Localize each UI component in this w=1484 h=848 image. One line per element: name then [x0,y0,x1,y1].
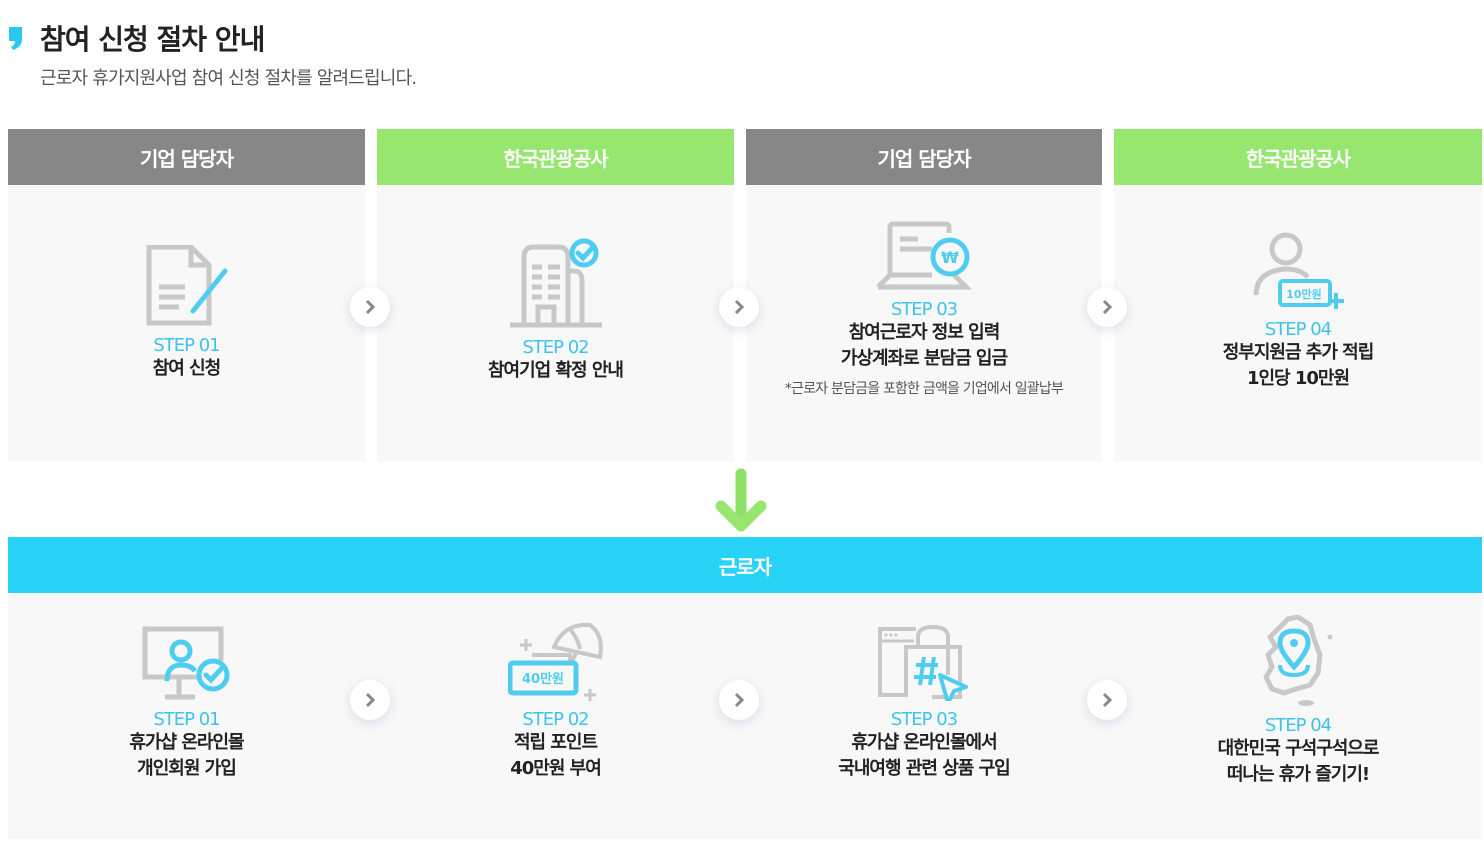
step-desc-line: 대한민국 구석구석으로 [1217,738,1380,759]
next-step-button[interactable] [719,287,759,327]
quote-mark-icon [9,27,22,50]
step-label: STEP 01 [153,709,220,730]
step-description: 휴가샵 온라인몰에서 국내여행 관련 상품 구입 [746,730,1102,782]
company-step-1: 기업 담당자 STEP 01 참여 신청 [8,129,365,462]
step-desc-line: 참여 신청 [152,358,222,379]
building-check-icon [509,238,602,328]
parasol-points-icon: 40만원 [507,622,603,701]
chevron-right-icon [734,692,745,708]
shopping-hashtag-icon [878,625,968,701]
next-step-button[interactable] [719,680,759,720]
step-description: 휴가샵 온라인몰 개인회원 가입 [8,730,365,782]
chevron-right-icon [1102,299,1113,315]
step-footnote: *근로자 분담금을 포함한 금액을 기업에서 일괄납부 [784,381,1064,397]
step-description: 참여기업 확정 안내 [377,358,734,384]
page-subtitle: 근로자 휴가지원사업 참여 신청 절차를 알려드립니다. [40,68,417,89]
chevron-right-icon [365,299,376,315]
step-label: STEP 01 [153,335,220,356]
step-desc-line: 가상계좌로 분담금 입금 [840,348,1008,369]
chevron-right-icon [1102,692,1113,708]
next-step-button[interactable] [350,287,390,327]
step-desc-line: 정부지원금 추가 적립 [1222,342,1375,363]
step-desc-line: 적립 포인트 [513,732,598,753]
company-step-2: 한국관광공사 STEP 02 참여기업 확정 안내 [377,129,734,462]
step-desc-line: 참여기업 확정 안내 [487,360,624,381]
document-edit-icon [146,245,227,326]
step-desc-line: 떠나는 휴가 즐기기! [1226,764,1370,785]
step-label: STEP 02 [522,337,589,358]
step-desc-line: 40만원 부여 [510,758,602,779]
actor-header: 기업 담당자 [8,129,365,185]
step-desc-line: 휴가샵 온라인몰 [129,732,244,753]
actor-header: 기업 담당자 [746,129,1102,185]
step-label: STEP 03 [890,299,958,320]
step-desc-line: 참여근로자 정보 입력 [848,322,1001,343]
chevron-right-icon [734,299,745,315]
user-money-plus-icon: 10만원 [1253,232,1344,309]
page-title: 참여 신청 절차 안내 [40,23,265,56]
company-step-4: 한국관광공사 10만원 STEP 04 정부지원금 추가 적립 1인당 10만원 [1114,129,1482,462]
actor-header: 한국관광공사 [377,129,734,185]
step-label: STEP 02 [522,709,589,730]
svg-text:₩: ₩ [941,248,959,267]
step-desc-line: 개인회원 가입 [137,758,237,779]
step-description: 적립 포인트 40만원 부여 [377,730,734,782]
korea-map-pin-icon [1263,615,1333,706]
svg-text:40만원: 40만원 [521,671,563,687]
step-description: 참여근로자 정보 입력 가상계좌로 분담금 입금 [746,320,1102,372]
actor-header: 한국관광공사 [1114,129,1482,185]
next-step-button[interactable] [1087,287,1127,327]
monitor-user-check-icon [142,626,229,700]
company-step-3: 기업 담당자 ₩ STEP 03 참여근로자 정보 입력 가상계좌로 분담금 입… [746,129,1102,462]
step-desc-line: 국내여행 관련 상품 구입 [838,758,1010,779]
chevron-right-icon [365,692,376,708]
worker-section-header: 근로자 [8,537,1482,593]
next-step-button[interactable] [350,680,390,720]
arrow-down-icon [715,468,767,532]
step-description: 참여 신청 [8,356,365,382]
step-description: 정부지원금 추가 적립 1인당 10만원 [1114,340,1482,392]
step-desc-line: 1인당 10만원 [1246,368,1350,389]
step-description: 대한민국 구석구석으로 떠나는 휴가 즐기기! [1114,736,1482,788]
worker-step-3: STEP 03 휴가샵 온라인몰에서 국내여행 관련 상품 구입 [746,593,1102,839]
step-label: STEP 03 [890,709,958,730]
step-desc-line: 휴가샵 온라인몰에서 [851,732,997,753]
worker-step-4: STEP 04 대한민국 구석구석으로 떠나는 휴가 즐기기! [1114,593,1482,839]
step-label: STEP 04 [1264,319,1332,340]
svg-text:10만원: 10만원 [1286,287,1322,301]
worker-step-2: 40만원 STEP 02 적립 포인트 40만원 부여 [377,593,734,839]
laptop-won-icon: ₩ [876,221,972,290]
step-label: STEP 04 [1264,715,1332,736]
next-step-button[interactable] [1087,680,1127,720]
worker-step-1: STEP 01 휴가샵 온라인몰 개인회원 가입 [8,593,365,839]
